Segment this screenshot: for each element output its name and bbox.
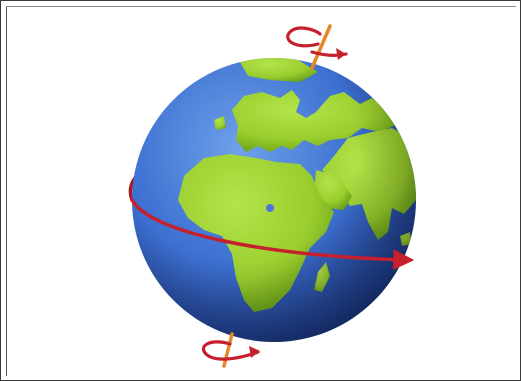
axis-south	[224, 334, 232, 366]
south-rotation-arrow-head	[249, 346, 260, 358]
globe	[132, 56, 418, 342]
north-rotation-arrow-head	[336, 48, 346, 60]
